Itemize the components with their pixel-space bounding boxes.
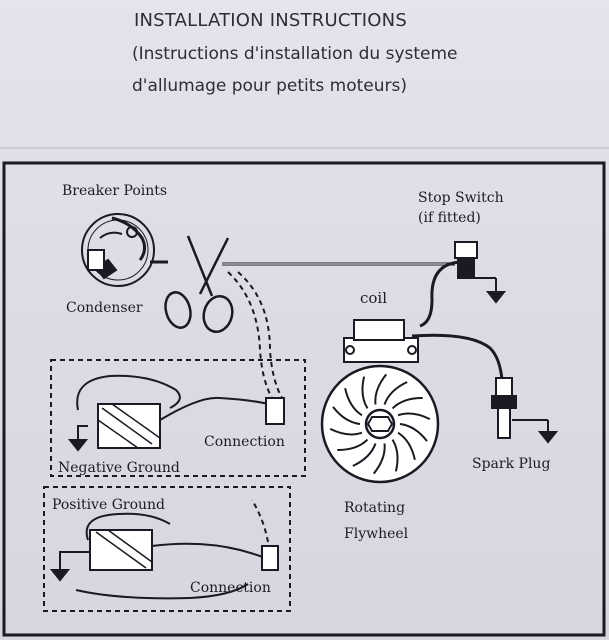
positive-ground-box <box>43 486 291 612</box>
positive-module-icon <box>49 499 279 600</box>
ht-lead <box>411 333 504 381</box>
spark-plug-icon <box>491 377 559 444</box>
flywheel-blade <box>397 412 431 420</box>
flywheel-blade <box>374 373 388 405</box>
diagram-frame <box>2 161 606 637</box>
label-negative-ground: Negative Ground <box>58 460 180 476</box>
label-flywheel: Flywheel <box>344 526 409 542</box>
breaker-points-icon <box>81 213 155 287</box>
flywheel-blade <box>391 396 423 410</box>
flywheel-blade <box>332 406 361 425</box>
label-spark-plug: Spark Plug <box>472 456 550 472</box>
label-rotating: Rotating <box>344 500 405 516</box>
coil-icon <box>343 319 419 363</box>
flywheel-blade <box>352 443 377 467</box>
label-connection-positive: Connection <box>190 580 271 596</box>
negative-module-icon <box>67 374 285 452</box>
flywheel-blade <box>337 438 369 452</box>
flywheel-icon <box>320 364 440 484</box>
subtitle-line-2: d'allumage pour petits moteurs) <box>132 76 407 96</box>
paper-fold <box>0 147 609 149</box>
flywheel-blade <box>329 428 363 436</box>
label-stop-switch: Stop Switch <box>418 190 504 206</box>
subtitle-line-1: (Instructions d'installation du systeme <box>132 44 458 64</box>
label-if-fitted: (if fitted) <box>418 210 481 226</box>
label-condenser: Condenser <box>66 300 143 316</box>
flywheel-blade <box>361 376 369 409</box>
condenser-icon <box>87 249 105 271</box>
scissors-icon <box>164 235 234 334</box>
flywheel-blade <box>399 423 428 442</box>
negative-ground-box <box>50 359 306 477</box>
label-connection-negative: Connection <box>204 434 285 450</box>
coil-lead <box>419 260 461 328</box>
flywheel-blade <box>383 381 408 405</box>
dashed-lead-b <box>237 271 283 399</box>
flywheel-blade <box>397 431 416 461</box>
label-coil: coil <box>360 289 387 307</box>
flywheel-blade <box>372 443 386 475</box>
title: INSTALLATION INSTRUCTIONS <box>134 10 407 31</box>
stop-switch-icon <box>454 241 507 304</box>
flywheel-blade <box>391 439 399 472</box>
dashed-lead <box>227 271 273 399</box>
label-breaker-points: Breaker Points <box>62 183 167 199</box>
flywheel-blade <box>344 387 363 417</box>
label-positive-ground: Positive Ground <box>52 497 165 513</box>
